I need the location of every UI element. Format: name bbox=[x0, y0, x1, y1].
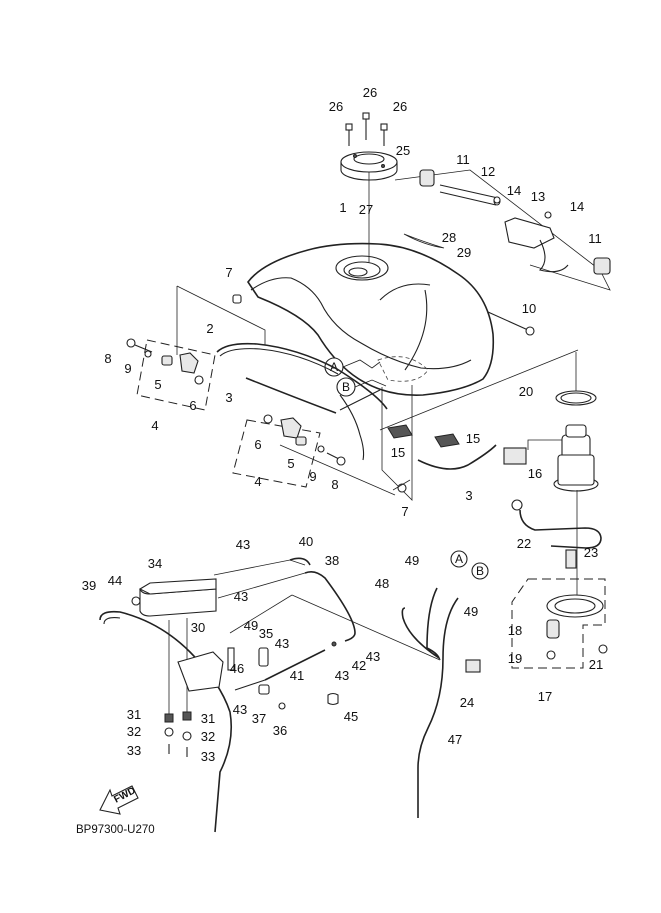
breather-hose bbox=[213, 557, 441, 710]
pump-flange bbox=[546, 594, 608, 660]
callout-43: 43 bbox=[366, 649, 380, 664]
callout-25: 25 bbox=[396, 143, 410, 158]
callout-38: 38 bbox=[325, 553, 339, 568]
mount-kit-left bbox=[126, 338, 204, 385]
callout-13: 13 bbox=[531, 189, 545, 204]
bolt bbox=[397, 483, 407, 493]
callout-44: 44 bbox=[108, 573, 122, 588]
callout-1: 1 bbox=[339, 200, 346, 215]
drain-hose bbox=[401, 587, 481, 818]
callout-11: 11 bbox=[588, 231, 602, 246]
callout-49: 49 bbox=[244, 618, 258, 633]
callout-35: 35 bbox=[259, 626, 273, 641]
bracket-assembly bbox=[394, 169, 611, 291]
reference-marker-a: A bbox=[450, 550, 468, 568]
callout-14: 14 bbox=[507, 183, 521, 198]
callout-31: 31 bbox=[201, 711, 215, 726]
callout-33: 33 bbox=[201, 749, 215, 764]
callout-26: 26 bbox=[363, 85, 377, 100]
fuel-tank bbox=[232, 242, 495, 396]
callout-3: 3 bbox=[465, 488, 472, 503]
callout-43: 43 bbox=[234, 589, 248, 604]
callout-45: 45 bbox=[344, 709, 358, 724]
cap-bolt bbox=[345, 112, 388, 146]
callout-46: 46 bbox=[230, 661, 244, 676]
callout-41: 41 bbox=[290, 668, 304, 683]
callout-18: 18 bbox=[508, 623, 522, 638]
callout-42: 42 bbox=[352, 658, 366, 673]
svg-text:A: A bbox=[455, 552, 463, 566]
svg-text:B: B bbox=[342, 380, 350, 394]
callout-26: 26 bbox=[329, 99, 343, 114]
mount-kit-right bbox=[263, 414, 346, 466]
callout-27: 27 bbox=[359, 202, 373, 217]
callout-40: 40 bbox=[299, 534, 313, 549]
callout-43: 43 bbox=[275, 636, 289, 651]
callout-30: 30 bbox=[191, 620, 205, 635]
callout-15: 15 bbox=[391, 445, 405, 460]
callout-39: 39 bbox=[82, 578, 96, 593]
callout-17: 17 bbox=[538, 689, 552, 704]
callout-10: 10 bbox=[522, 301, 536, 316]
callout-16: 16 bbox=[528, 466, 542, 481]
callout-32: 32 bbox=[127, 724, 141, 739]
callout-48: 48 bbox=[375, 576, 389, 591]
grommet bbox=[164, 711, 192, 757]
callout-33: 33 bbox=[127, 743, 141, 758]
callout-11: 11 bbox=[456, 152, 470, 167]
callout-9: 9 bbox=[124, 361, 131, 376]
callout-49: 49 bbox=[405, 553, 419, 568]
callout-labels: 1233445566778899101111121314141515161718… bbox=[82, 85, 603, 764]
callout-4: 4 bbox=[254, 474, 261, 489]
callout-32: 32 bbox=[201, 729, 215, 744]
reference-marker-b: B bbox=[471, 562, 489, 580]
callout-24: 24 bbox=[460, 695, 474, 710]
callout-5: 5 bbox=[154, 377, 161, 392]
callout-19: 19 bbox=[508, 651, 522, 666]
callout-43: 43 bbox=[335, 668, 349, 683]
callout-49: 49 bbox=[464, 604, 478, 619]
hose bbox=[216, 342, 497, 470]
callout-26: 26 bbox=[393, 99, 407, 114]
callout-23: 23 bbox=[584, 545, 598, 560]
callout-5: 5 bbox=[287, 456, 294, 471]
callout-2: 2 bbox=[206, 321, 213, 336]
canister bbox=[131, 578, 217, 715]
damper bbox=[387, 424, 460, 448]
drawing-code: BP97300-U270 bbox=[76, 824, 155, 836]
callout-14: 14 bbox=[570, 199, 584, 214]
callout-31: 31 bbox=[127, 707, 141, 722]
callout-34: 34 bbox=[148, 556, 162, 571]
callout-43: 43 bbox=[236, 537, 250, 552]
callout-22: 22 bbox=[517, 536, 531, 551]
callout-8: 8 bbox=[331, 477, 338, 492]
callout-37: 37 bbox=[252, 711, 266, 726]
callout-43: 43 bbox=[233, 702, 247, 717]
cap-plate bbox=[340, 151, 398, 181]
callout-29: 29 bbox=[457, 245, 471, 260]
callout-28: 28 bbox=[442, 230, 456, 245]
canister-bracket bbox=[177, 647, 235, 692]
callout-4: 4 bbox=[151, 418, 158, 433]
fuel-pump bbox=[503, 390, 602, 569]
callout-6: 6 bbox=[254, 437, 261, 452]
callout-15: 15 bbox=[466, 431, 480, 446]
callout-12: 12 bbox=[481, 164, 495, 179]
callout-9: 9 bbox=[309, 469, 316, 484]
callout-8: 8 bbox=[104, 351, 111, 366]
callout-47: 47 bbox=[448, 732, 462, 747]
svg-text:B: B bbox=[476, 564, 484, 578]
callout-36: 36 bbox=[273, 723, 287, 738]
callout-3: 3 bbox=[225, 390, 232, 405]
callout-6: 6 bbox=[189, 398, 196, 413]
callout-7: 7 bbox=[225, 265, 232, 280]
callout-20: 20 bbox=[519, 384, 533, 399]
callout-21: 21 bbox=[589, 657, 603, 672]
callout-7: 7 bbox=[401, 504, 408, 519]
forward-direction-arrow: FWD bbox=[99, 785, 139, 815]
